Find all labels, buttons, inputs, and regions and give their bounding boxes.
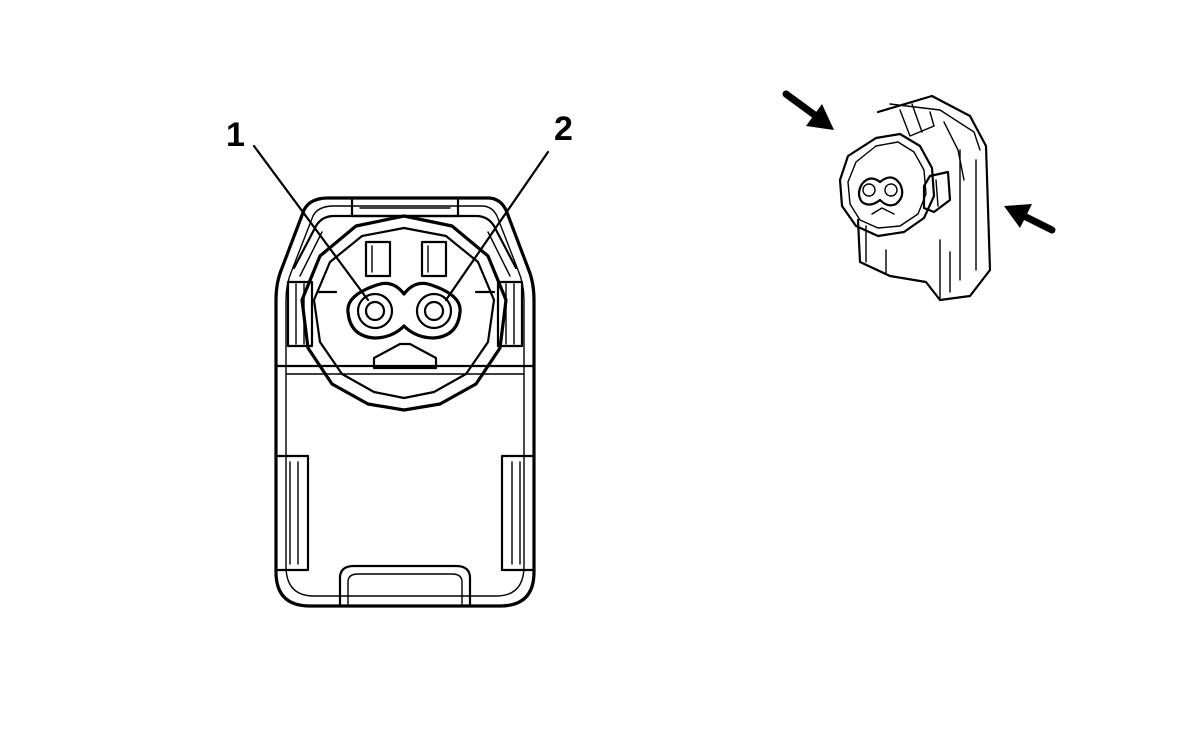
arrow-down-right-icon <box>782 90 834 130</box>
bottom-latch <box>338 564 472 608</box>
housing-outline <box>274 196 536 608</box>
locator-face-inner <box>847 141 927 229</box>
pin-label-1: 1 <box>226 116 245 154</box>
hood-lines <box>292 214 518 270</box>
mating-face-inner <box>312 226 496 400</box>
lower-key <box>372 342 438 370</box>
key-slot-left <box>364 240 392 278</box>
connector-front-view: 1 2 <box>226 110 573 608</box>
locator-housing-back <box>856 94 992 302</box>
pin-label-2: 2 <box>554 110 573 148</box>
terminal-boss <box>346 281 462 340</box>
arrow-up-left-icon <box>1004 204 1056 234</box>
locator-face-outer <box>838 132 936 238</box>
locator-latch <box>922 170 952 214</box>
connector-locator-view <box>782 90 1056 302</box>
mating-face-outer <box>300 214 508 412</box>
leader-line-pin-1 <box>252 144 370 302</box>
key-slot-right <box>420 240 448 278</box>
housing-inner-outline <box>285 205 525 597</box>
terminal-cavity-1 <box>356 292 394 330</box>
side-ribs-lower <box>276 454 534 572</box>
locator-terminal-boss <box>857 176 904 207</box>
terminal-cavity-2 <box>415 292 453 330</box>
leader-line-pin-2 <box>444 150 550 302</box>
